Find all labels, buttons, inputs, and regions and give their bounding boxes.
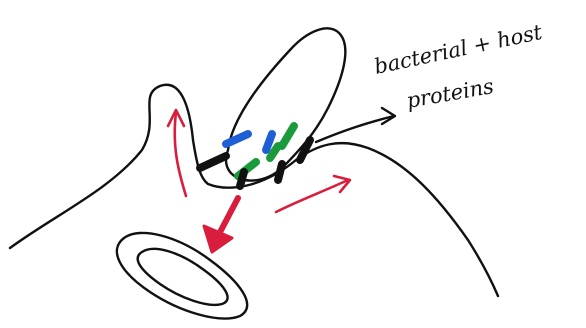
membrane-right-arrow [276,180,348,212]
green-protein-mark [270,146,278,158]
black-protein-mark [278,164,282,180]
black-protein-mark [300,140,310,160]
annotation-line-2: proteins [405,74,496,113]
vacuole-outer [117,233,247,319]
bacterium-outline [226,28,345,180]
blue-protein-mark [266,134,272,150]
blue-protein-mark [226,134,248,144]
green-protein-mark [282,126,294,146]
vacuole-inner [138,249,228,305]
internalization-arrow [218,198,238,236]
annotation-line-1: bacterial + host [372,20,545,79]
annotation-pointer [316,108,395,142]
host-cell-membrane [10,85,498,296]
black-protein-mark [240,172,244,186]
black-protein-mark [200,156,226,168]
